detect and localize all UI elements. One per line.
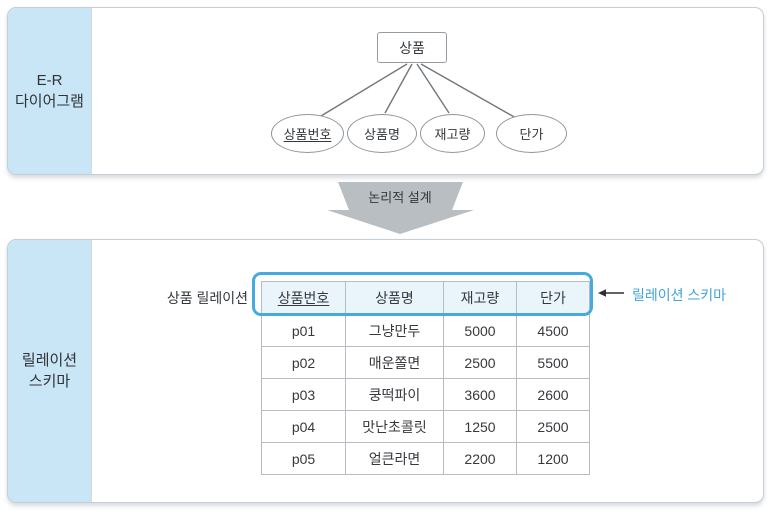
left-arrow-icon bbox=[598, 289, 624, 297]
table-cell: 2200 bbox=[443, 442, 517, 475]
attribute-ellipse-stock: 재고량 bbox=[420, 114, 485, 153]
table-row: p03 쿵떡파이 3600 2600 bbox=[261, 378, 590, 411]
table-cell: 2500 bbox=[516, 410, 590, 443]
attribute-ellipse-unit-price: 단가 bbox=[496, 114, 567, 153]
table-cell: 5500 bbox=[516, 346, 590, 379]
table-cell: 그냥만두 bbox=[345, 314, 444, 347]
table-cell: 5000 bbox=[443, 314, 517, 347]
table-cell: 1200 bbox=[516, 442, 590, 475]
attribute-label: 재고량 bbox=[434, 127, 471, 142]
relation-section-label-line2: 스키마 bbox=[28, 373, 71, 390]
entity-box-product: 상품 bbox=[377, 32, 447, 63]
er-section-label-line1: E-R bbox=[36, 72, 63, 89]
attribute-label: 단가 bbox=[519, 127, 544, 142]
entity-label: 상품 bbox=[399, 39, 425, 56]
table-header-row: 상품번호 상품명 재고량 단가 bbox=[261, 281, 590, 315]
table-header-product-name: 상품명 bbox=[345, 281, 444, 315]
table-cell: 3600 bbox=[443, 378, 517, 411]
er-section-label: E-R 다이어그램 bbox=[8, 8, 92, 174]
table-cell: 쿵떡파이 bbox=[345, 378, 444, 411]
relation-name-label: 상품 릴레이션 bbox=[166, 290, 248, 306]
table-cell: 얼큰라면 bbox=[345, 442, 444, 475]
attribute-label: 상품명 bbox=[364, 127, 400, 142]
table-header-stock: 재고량 bbox=[443, 281, 517, 315]
attribute-ellipse-product-no: 상품번호 bbox=[271, 114, 344, 153]
table-cell: p02 bbox=[261, 346, 346, 379]
table-cell: p03 bbox=[261, 378, 346, 411]
table-cell: p04 bbox=[261, 410, 346, 443]
relation-section-label-line1: 릴레이션 bbox=[21, 352, 78, 369]
table-cell: 매운쫄면 bbox=[345, 346, 444, 379]
table-cell: p05 bbox=[261, 442, 346, 475]
table-row: p05 얼큰라면 2200 1200 bbox=[261, 442, 590, 475]
attribute-label: 상품번호 bbox=[283, 127, 332, 142]
er-section-label-line2: 다이어그램 bbox=[14, 93, 84, 110]
table-header-unit-price: 단가 bbox=[516, 281, 590, 315]
table-cell: 2600 bbox=[516, 378, 590, 411]
table-cell: 맛난초콜릿 bbox=[345, 410, 444, 443]
table-row: p02 매운쫄면 2500 5500 bbox=[261, 346, 590, 379]
schema-annotation-label: 릴레이션 스키마 bbox=[632, 287, 727, 303]
table-cell: 2500 bbox=[443, 346, 517, 379]
table-cell: 4500 bbox=[516, 314, 590, 347]
relation-section-label: 릴레이션 스키마 bbox=[8, 240, 92, 502]
table-row: p01 그냥만두 5000 4500 bbox=[261, 314, 590, 347]
table-row: p04 맛난초콜릿 1250 2500 bbox=[261, 410, 590, 443]
table-cell: p01 bbox=[261, 314, 346, 347]
relation-table: 상품번호 상품명 재고량 단가 p01 그냥만두 5000 4500 p02 매… bbox=[261, 281, 590, 475]
attribute-ellipse-product-name: 상품명 bbox=[347, 114, 417, 153]
logical-design-arrow bbox=[327, 182, 474, 234]
table-header-product-no: 상품번호 bbox=[261, 281, 346, 315]
logical-design-arrow-label: 논리적 설계 bbox=[368, 190, 432, 205]
table-cell: 1250 bbox=[443, 410, 517, 443]
